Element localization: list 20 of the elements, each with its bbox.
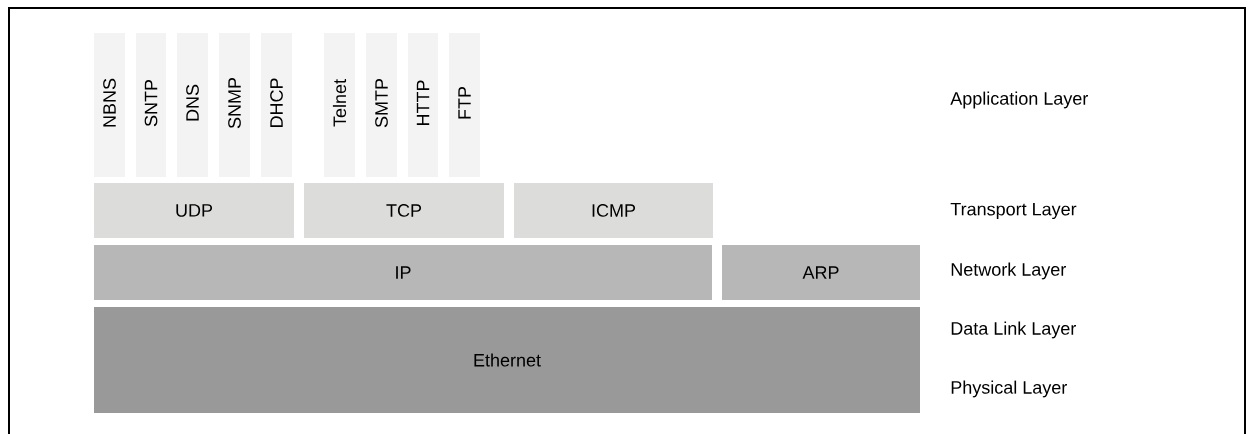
protocol-box: ARP — [722, 245, 920, 300]
protocol-box: SNMP — [219, 33, 250, 177]
protocol-box: HTTP — [408, 33, 438, 177]
layer-label: Network Layer — [951, 262, 1066, 280]
protocol-box: SMTP — [366, 33, 397, 177]
protocol-box: DHCP — [261, 33, 292, 177]
protocol-box: SNTP — [136, 33, 166, 177]
protocol-box: UDP — [94, 183, 294, 238]
layer-label: Data Link Layer — [951, 321, 1076, 339]
layer-label: Transport Layer — [950, 202, 1077, 220]
protocol-box: DNS — [177, 33, 208, 177]
protocol-box: Telnet — [324, 33, 355, 177]
protocol-box: FTP — [449, 33, 480, 177]
protocol-box: NBNS — [94, 33, 125, 177]
layer-label: Application Layer — [950, 91, 1088, 109]
protocol-box: Ethernet — [94, 307, 920, 413]
protocol-box: ICMP — [514, 183, 713, 238]
protocol-box: TCP — [304, 183, 504, 238]
layer-label: Physical Layer — [951, 380, 1067, 398]
protocol-box: IP — [94, 245, 712, 300]
